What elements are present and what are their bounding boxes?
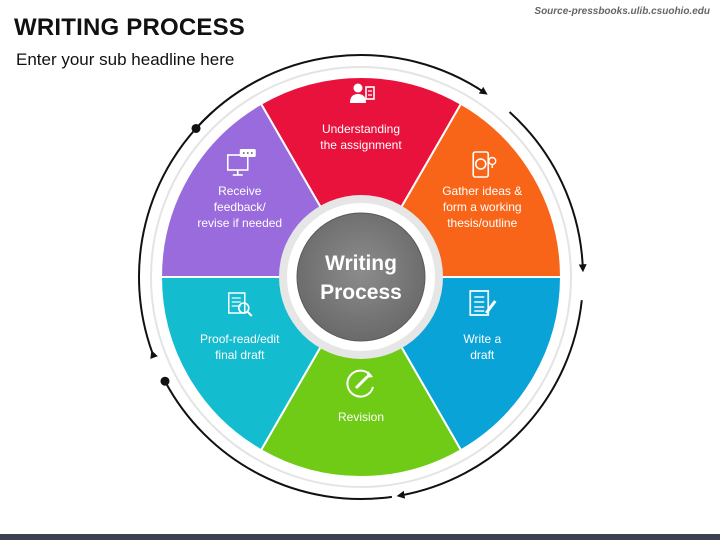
cycle-arrow bbox=[138, 111, 214, 359]
center-title-line1: Writing bbox=[325, 252, 397, 275]
arrow-start-dot bbox=[160, 376, 170, 386]
proofread-icon bbox=[228, 292, 253, 317]
page-subtitle: Enter your sub headline here bbox=[16, 50, 235, 69]
document-pen-icon bbox=[469, 290, 497, 316]
edit-refresh-icon bbox=[346, 369, 374, 398]
reader-book-icon bbox=[350, 83, 375, 103]
segment-6-label-line: feedback/ bbox=[214, 200, 267, 214]
segment-2-label-line: thesis/outline bbox=[447, 216, 517, 230]
cycle-arrow bbox=[195, 54, 488, 130]
segment-2-label-line: form a working bbox=[443, 200, 522, 214]
segment-1 bbox=[259, 76, 463, 279]
segment-6-label-line: Receive bbox=[218, 184, 262, 198]
cycle-arrow bbox=[508, 111, 587, 273]
segment-5-label-line: Proof-read/edit bbox=[200, 332, 280, 346]
segment-5-label-line: final draft bbox=[215, 348, 265, 362]
segment-1-label-line: the assignment bbox=[320, 138, 402, 152]
source-credit: Source-pressbooks.ulib.csuohio.edu bbox=[534, 6, 710, 17]
center-title-line2: Process bbox=[320, 281, 402, 304]
page-title: WRITING PROCESS bbox=[14, 14, 246, 41]
segment-3-label-line: draft bbox=[470, 348, 495, 362]
segment-6-label-line: revise if needed bbox=[197, 216, 282, 230]
phone-idea-icon bbox=[472, 151, 497, 178]
segment-4 bbox=[259, 275, 463, 478]
cycle-arrow bbox=[396, 300, 583, 499]
segment-3-label-line: Write a bbox=[463, 332, 501, 346]
segment-2-label-line: Gather ideas & bbox=[442, 184, 522, 198]
segment-1-label-line: Understanding bbox=[322, 122, 400, 136]
center-circle bbox=[296, 212, 426, 342]
feedback-monitor-icon bbox=[226, 149, 256, 176]
segment-4-label-line: Revision bbox=[338, 410, 384, 424]
footer-bar bbox=[0, 534, 720, 540]
cycle-arrow bbox=[164, 380, 393, 500]
